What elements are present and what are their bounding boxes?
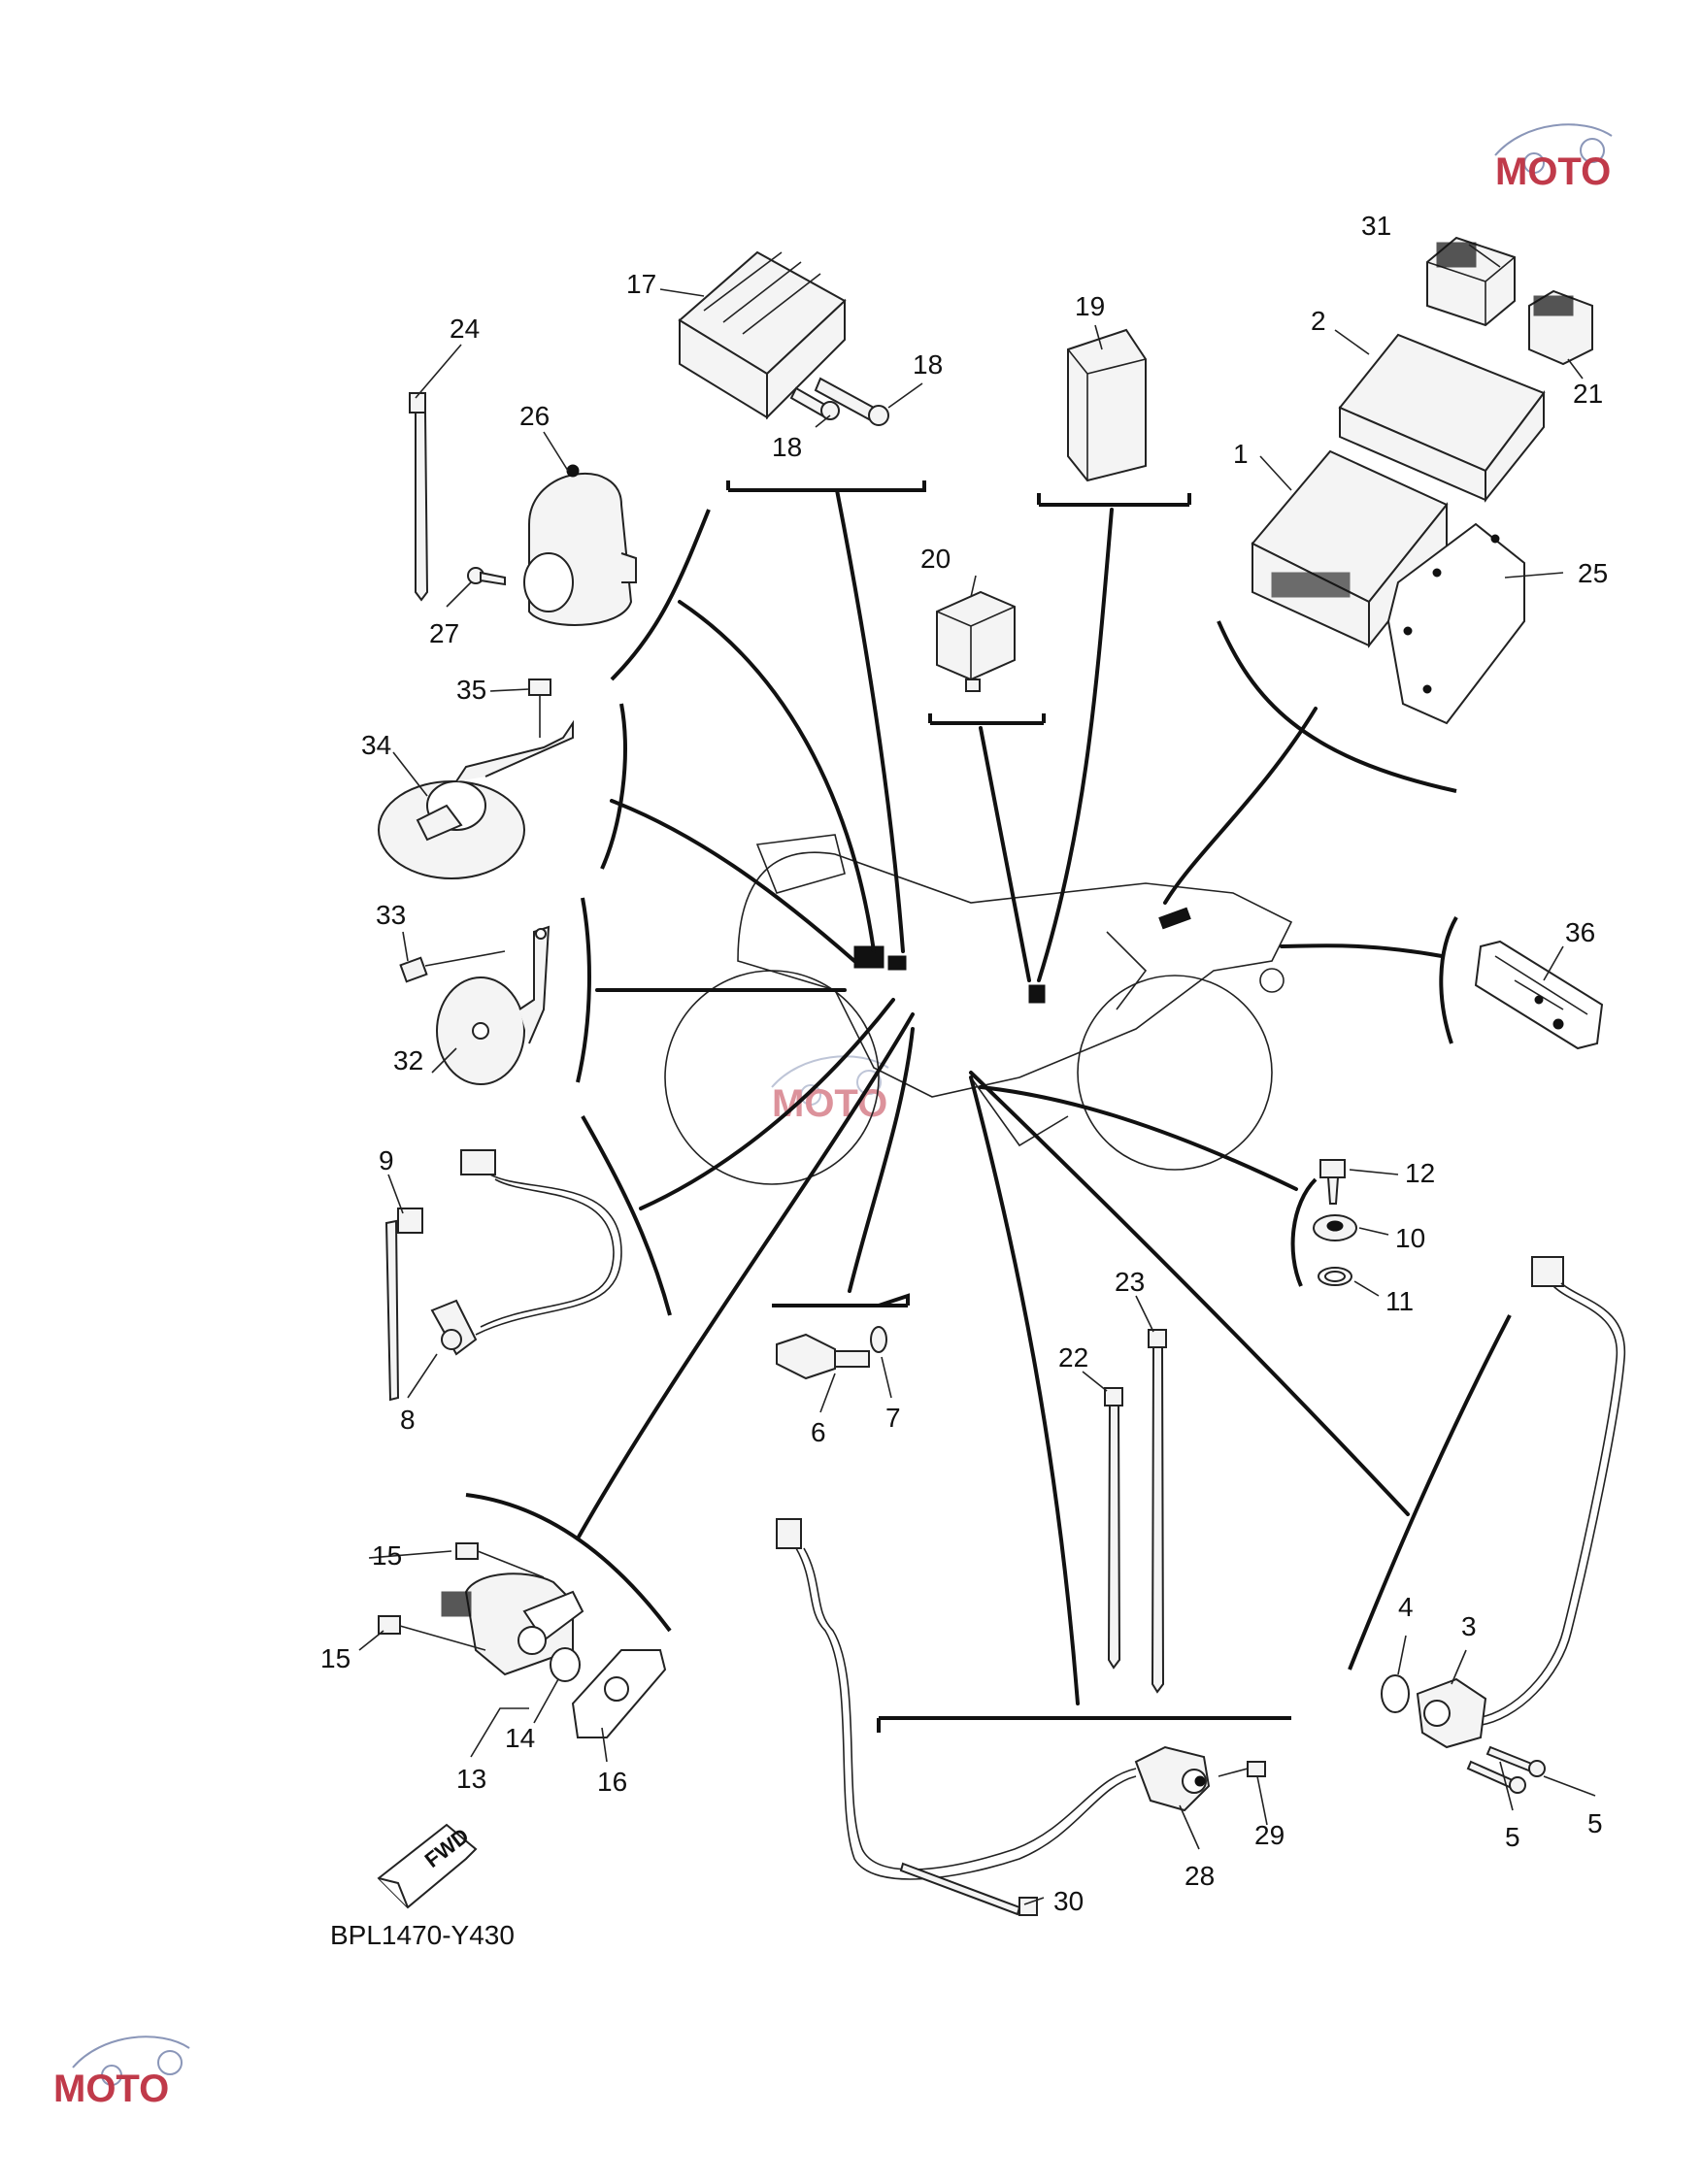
callout-leaders	[358, 244, 1596, 1905]
module-21-part	[1528, 289, 1593, 366]
callout-22: 22	[1058, 1342, 1088, 1373]
callout-18b: 18	[772, 432, 802, 462]
group-brackets	[465, 480, 1512, 1733]
bolt-15-parts	[378, 1542, 545, 1651]
rectifier-part	[678, 250, 847, 420]
callout-14: 14	[505, 1723, 535, 1753]
callout-23: 23	[1115, 1267, 1145, 1297]
callout-12: 12	[1405, 1158, 1435, 1188]
callout-numbers: 1 2 3 4 5 5 6 7 8 9 10 11 12 13 14 15 15…	[320, 211, 1608, 1916]
callout-34: 34	[361, 730, 391, 760]
grommet-10-part	[1313, 1214, 1357, 1241]
cable-tie-24-part	[409, 392, 429, 602]
cable-tie-23-part	[1148, 1329, 1167, 1694]
horn-32-part	[436, 925, 551, 1085]
relay-20-part	[936, 590, 1016, 692]
sensor-6-part	[776, 1333, 870, 1380]
diagram-code: BPL1470-Y430	[330, 1920, 515, 1950]
bolt-27-part	[467, 567, 506, 586]
module-31-part	[1426, 236, 1516, 327]
cable-tie-30-part	[899, 1862, 1038, 1916]
watermark-logo-center: MOTO	[771, 1055, 889, 1125]
callout-7: 7	[885, 1403, 901, 1433]
callout-18a: 18	[913, 349, 943, 380]
bolt-35-part	[528, 678, 551, 738]
horn-34-part	[378, 719, 574, 879]
valve-13-part	[441, 1572, 584, 1676]
callout-17: 17	[626, 269, 656, 299]
callout-19: 19	[1075, 291, 1105, 321]
washer-7-part	[870, 1326, 887, 1353]
callout-9: 9	[379, 1145, 394, 1175]
bolt-18-parts	[789, 377, 889, 426]
callout-10: 10	[1395, 1223, 1425, 1253]
callout-27: 27	[429, 618, 459, 648]
watermark-logo-top: MOTO	[1494, 123, 1613, 193]
callout-24: 24	[450, 314, 480, 344]
callout-4: 4	[1398, 1592, 1414, 1622]
watermark-logo-bottom: MOTO	[53, 2035, 190, 2110]
callout-21: 21	[1573, 379, 1603, 409]
ecu-part-2	[1338, 333, 1546, 503]
relay-box-part	[1067, 328, 1147, 482]
callout-16: 16	[597, 1767, 627, 1797]
callout-5a: 5	[1505, 1822, 1520, 1852]
oring-14-part	[550, 1647, 581, 1682]
callout-6: 6	[811, 1417, 826, 1447]
fwd-arrow[interactable]: FWD	[377, 1823, 478, 1909]
oring-4-part	[1381, 1674, 1410, 1713]
canister-26-part	[523, 464, 637, 626]
leader-lines	[576, 488, 1444, 1705]
bolt-12-part	[1319, 1159, 1346, 1205]
callout-35: 35	[456, 675, 486, 705]
callout-29: 29	[1254, 1820, 1285, 1850]
callout-15a: 15	[372, 1540, 402, 1571]
cover-25-part	[1386, 522, 1525, 725]
callout-33: 33	[376, 900, 406, 930]
callout-32: 32	[393, 1045, 423, 1075]
callout-8: 8	[400, 1405, 416, 1435]
callout-30: 30	[1053, 1886, 1084, 1916]
washer-11-part	[1318, 1267, 1352, 1286]
bolt-5-parts	[1466, 1745, 1546, 1794]
bolt-33-part	[399, 950, 506, 983]
panel-36-part	[1474, 940, 1604, 1050]
callout-15b: 15	[320, 1643, 350, 1673]
callout-1: 1	[1233, 439, 1249, 469]
callout-3: 3	[1461, 1611, 1477, 1641]
sensor-3-part	[1416, 1256, 1625, 1749]
svg-text:MOTO: MOTO	[1495, 150, 1611, 193]
cable-tie-22-part	[1104, 1387, 1123, 1670]
callout-5b: 5	[1587, 1808, 1603, 1838]
callout-20: 20	[920, 544, 951, 574]
sensor-28-part	[776, 1518, 1211, 1880]
callout-36: 36	[1565, 917, 1595, 947]
callout-31: 31	[1361, 211, 1391, 241]
callout-28: 28	[1185, 1861, 1215, 1891]
callout-2: 2	[1311, 306, 1326, 336]
svg-text:MOTO: MOTO	[53, 2068, 169, 2110]
callout-11: 11	[1385, 1286, 1414, 1316]
bolt-29-part	[1218, 1761, 1266, 1777]
gasket-16-part	[571, 1649, 667, 1738]
callout-13: 13	[456, 1764, 486, 1794]
motorcycle-silhouette	[664, 834, 1293, 1185]
sensor-8-part	[384, 1149, 622, 1402]
callout-26: 26	[519, 401, 550, 431]
callout-25: 25	[1578, 558, 1608, 588]
